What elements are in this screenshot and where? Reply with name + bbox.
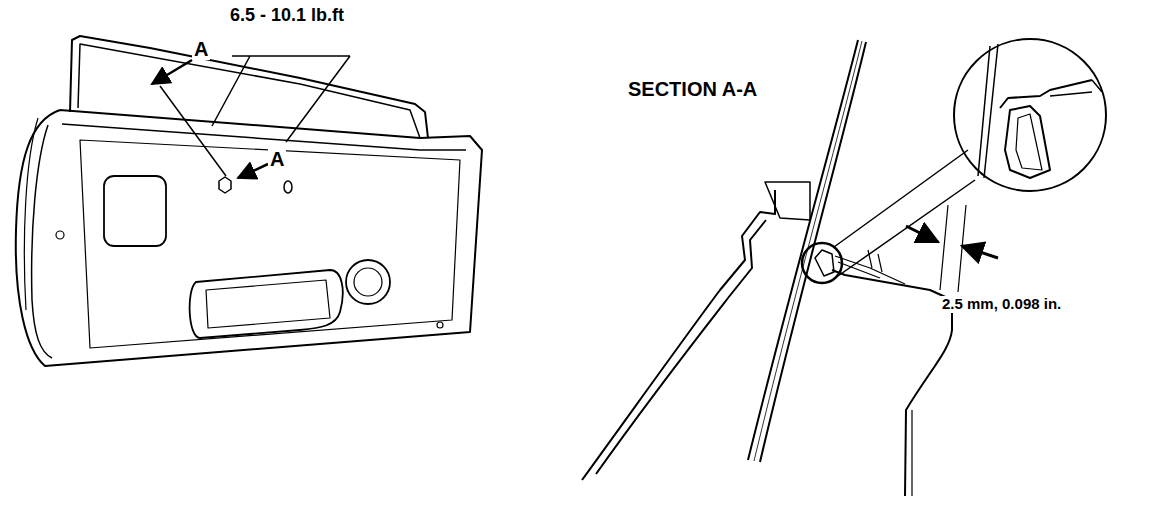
detail-circle — [802, 243, 842, 283]
speaker-hole — [346, 260, 390, 304]
outer-panel — [582, 190, 775, 480]
section-marker: A — [192, 38, 210, 60]
inner-panel — [80, 140, 460, 348]
inner-panel-line — [911, 410, 912, 496]
torque-spec: 6.5 - 10.1 lb.ft — [228, 6, 346, 26]
handle-recess — [190, 270, 343, 338]
belt-line — [62, 124, 466, 150]
magnified-circle — [954, 39, 1106, 191]
section-title: SECTION A-A — [626, 78, 759, 100]
bolt-hole — [284, 181, 292, 193]
section-arrow — [238, 164, 268, 178]
inner-panel — [832, 270, 952, 496]
door-outer-edge — [16, 110, 482, 366]
stiffener — [765, 182, 810, 220]
magnified-lip — [1050, 80, 1102, 96]
speaker-hole-inner — [354, 268, 382, 296]
detail-leader — [834, 150, 975, 276]
dimension-line — [940, 205, 966, 292]
glass-inner — [760, 42, 866, 462]
bolt-hex — [219, 177, 231, 193]
glass-outer — [748, 40, 858, 460]
dimension-label: 2.5 mm, 0.098 in. — [940, 296, 1063, 313]
section-line — [160, 86, 226, 176]
handle-recess-inner — [206, 280, 330, 328]
door-hinge-edge — [24, 118, 38, 310]
leader-line — [212, 56, 350, 142]
small-hole — [56, 231, 64, 239]
dimension-arrow — [906, 226, 938, 242]
service-hole — [104, 176, 166, 246]
magnified-glass — [978, 44, 998, 178]
section-marker: A — [268, 148, 286, 170]
glass-center — [754, 41, 862, 461]
weatherstrip — [815, 250, 834, 276]
magnified-seal-inner — [1016, 114, 1042, 170]
magnified-seal — [1000, 80, 1092, 178]
outer-panel-inner — [596, 220, 766, 474]
small-hole — [437, 322, 443, 328]
window-sash — [70, 36, 428, 138]
dimension-arrow — [962, 246, 998, 258]
section-arrow — [152, 60, 192, 84]
weatherstrip-lip — [835, 250, 905, 284]
door-inner-edge — [32, 125, 52, 358]
